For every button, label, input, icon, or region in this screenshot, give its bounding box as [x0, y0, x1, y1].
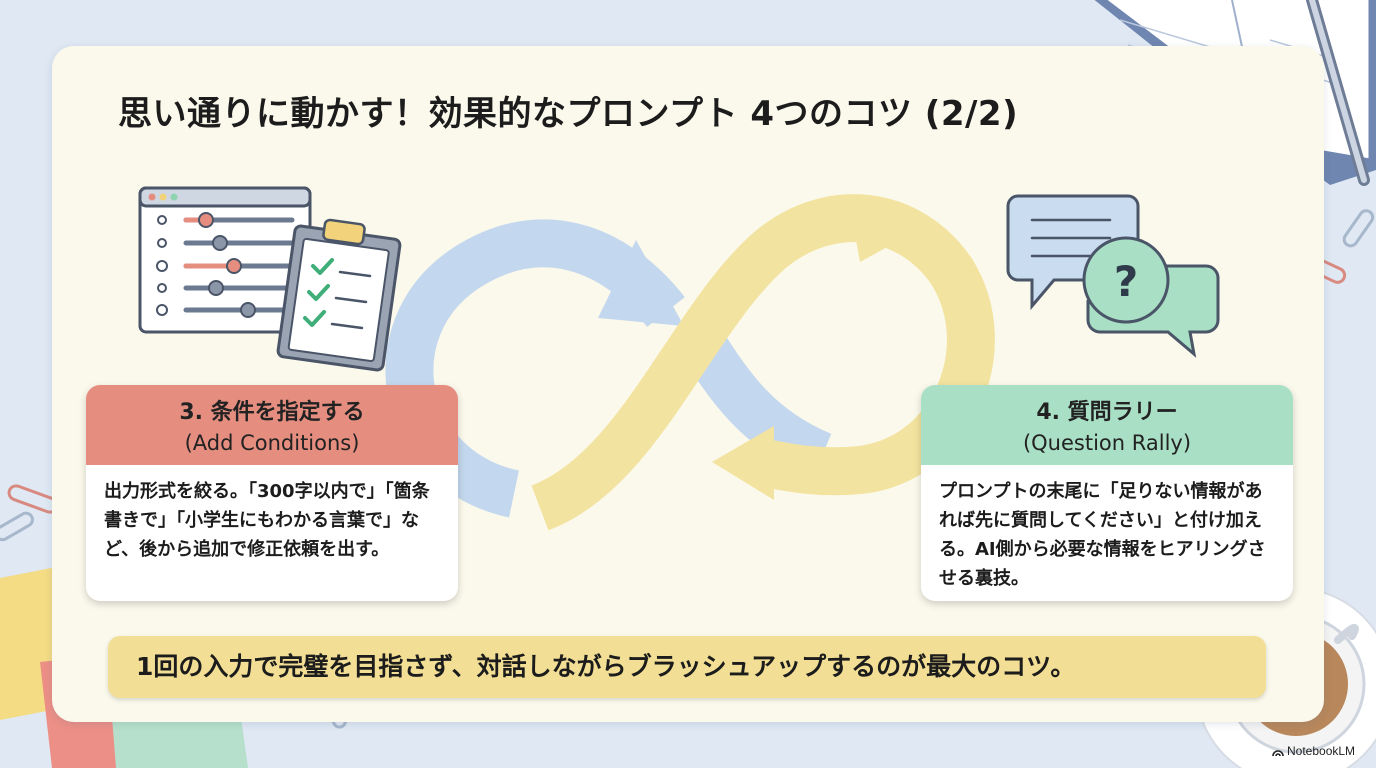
card-heading: 3. 条件を指定する [179, 400, 365, 425]
card-subheading: (Add Conditions) [184, 431, 360, 455]
tip-card-question-rally: 4. 質問ラリー (Question Rally) プロンプトの末尾に「足りない… [921, 385, 1293, 601]
page-title: 思い通りに動かす！効果的なプロンプト 4つのコツ (2/2) [118, 94, 1019, 134]
infinity-loop-arrows [385, 194, 995, 531]
brand-label: NotebookLM [1287, 744, 1356, 758]
tip-card-conditions: 3. 条件を指定する (Add Conditions) 出力形式を絞る。「300… [86, 385, 458, 601]
question-chat-bubbles-icon: ? [1006, 194, 1220, 358]
card-heading: 4. 質問ラリー [1036, 400, 1178, 425]
settings-sliders-icon [138, 186, 312, 334]
pen-icon [1306, 0, 1370, 186]
card-subheading: (Question Rally) [1022, 431, 1192, 455]
card-header: 3. 条件を指定する (Add Conditions) [86, 385, 458, 465]
summary-banner: 1回の入力で完璧を目指さず、対話しながらブラッシュアップするのが最大のコツ。 [108, 636, 1266, 698]
checklist-clipboard-icon [276, 218, 402, 372]
brand-watermark: NotebookLM [1272, 744, 1355, 758]
notebooklm-logo-icon [1272, 750, 1284, 757]
card-body: プロンプトの末尾に「足りない情報があれば先に質問してください」と付け加える。AI… [939, 481, 1266, 589]
card-body: 出力形式を絞る。「300字以内で」「箇条書きで」「小学生にもわかる言葉で」など、… [104, 481, 430, 560]
card-header: 4. 質問ラリー (Question Rally) [921, 385, 1293, 465]
question-mark-icon: ? [1114, 257, 1138, 306]
